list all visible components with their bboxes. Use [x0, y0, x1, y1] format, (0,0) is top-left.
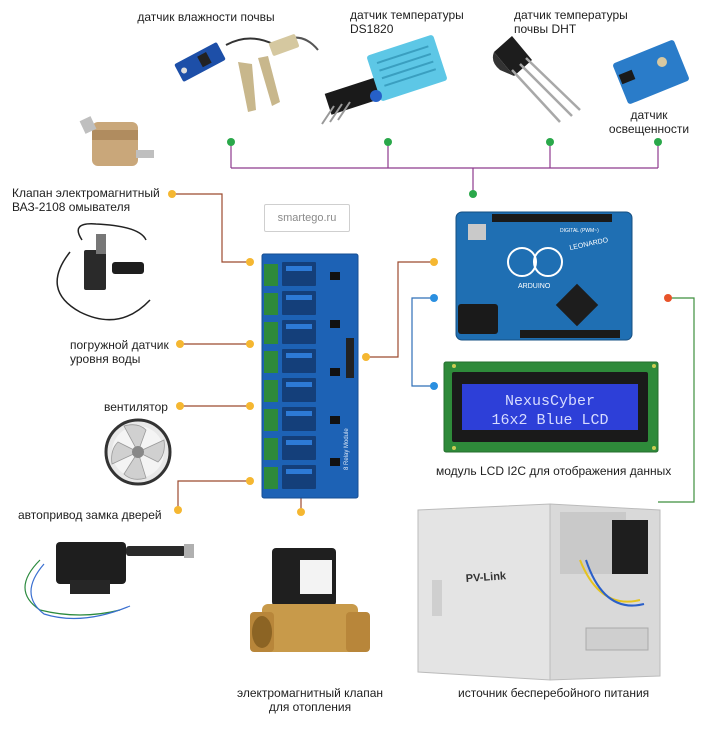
relay-dots — [168, 190, 438, 516]
label-light-sensor: датчик освещенности — [604, 108, 694, 136]
washer-valve-image — [79, 116, 154, 166]
label-temp-dht-line1: датчик температуры — [514, 8, 628, 22]
arduino-leonardo-image — [455, 211, 633, 341]
label-water-level: погружной датчик уровня воды — [70, 338, 169, 366]
heating-valve-image — [250, 548, 370, 652]
label-fan: вентилятор — [104, 400, 168, 414]
ups-box-image — [417, 503, 661, 681]
power-wire — [658, 297, 695, 503]
relay-wires — [172, 193, 434, 512]
ups-brand-text: PV-Link — [465, 570, 507, 585]
label-water-level-line2: уровня воды — [70, 352, 141, 366]
label-lcd-module: модуль LCD I2C для отображения данных — [436, 464, 672, 478]
label-heating-valve: электромагнитный клапан для отопления — [222, 686, 398, 714]
label-soil-moisture: датчик влажности почвы — [137, 10, 275, 24]
arduino-digital-text: DIGITAL (PWM~) — [560, 228, 599, 234]
soil-moisture-sensor-image — [174, 34, 319, 112]
label-temp-ds1820-line2: DS1820 — [350, 22, 394, 36]
relay-module-image — [261, 253, 359, 499]
arduino-brand-text: ARDUINO — [518, 283, 551, 290]
label-washer-valve: Клапан электромагнитный ВАЗ-2108 омывате… — [12, 186, 160, 214]
label-heating-valve-line1: электромагнитный клапан — [236, 686, 384, 700]
label-door-lock: автопривод замка дверей — [18, 508, 162, 522]
label-washer-valve-line1: Клапан электромагнитный — [12, 186, 160, 200]
label-heating-valve-line2: для отопления — [268, 700, 352, 714]
relay-module-text: 8 Relay Module — [344, 428, 350, 470]
sensor-bus-wires — [230, 142, 659, 194]
lcd-wire — [411, 297, 434, 387]
label-temp-ds1820-line1: датчик температуры — [350, 8, 464, 22]
lcd-module-image — [443, 361, 659, 453]
lcd-line-2: 16x2 Blue LCD — [491, 412, 608, 429]
label-washer-valve-line2: ВАЗ-2108 омывателя — [12, 200, 131, 214]
lcd-dots — [430, 294, 438, 390]
label-ups: источник бесперебойного питания — [458, 686, 650, 700]
label-temp-dht-line2: почвы DHT — [514, 22, 577, 36]
label-temp-ds1820: датчик температуры DS1820 — [350, 8, 464, 36]
fan-image — [104, 418, 172, 486]
door-lock-actuator-image — [24, 542, 194, 620]
light-sensor-image — [613, 40, 689, 104]
watermark: smartego.ru — [264, 204, 350, 232]
power-dot — [664, 294, 672, 302]
ds1820-sensor-image — [321, 35, 447, 125]
label-light-line2: освещенности — [608, 122, 690, 136]
label-temp-dht: датчик температуры почвы DHT — [514, 8, 628, 36]
label-light-line1: датчик — [630, 108, 668, 122]
sensor-dots — [227, 138, 662, 198]
dht-sensor-image — [492, 36, 581, 123]
lcd-line-1: NexusCyber — [505, 393, 595, 410]
water-level-sensor-image — [56, 223, 151, 321]
label-water-level-line1: погружной датчик — [70, 338, 169, 352]
